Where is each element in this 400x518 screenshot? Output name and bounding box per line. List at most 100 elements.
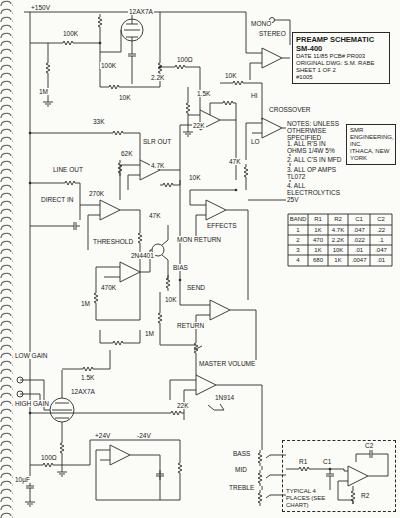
schematic-path: [30, 183, 80, 205]
schematic-use: [178, 460, 182, 476]
schematic-use: [326, 470, 334, 480]
node-text: PREAMP SCHEMATIC SM-400: [296, 35, 386, 53]
table-cell: 680: [308, 257, 328, 264]
schematic-path: [246, 180, 247, 190]
part-label: R1: [298, 458, 308, 465]
part-label: 10K: [118, 94, 132, 101]
part-label: LOW GAIN: [14, 352, 49, 359]
note-text: 3. ALL OP AMPS TL072: [286, 166, 346, 180]
schematic-use: [168, 411, 184, 415]
part-label: +150V: [30, 4, 51, 11]
node-text: DATE 11/85 PCB# PR003: [296, 53, 386, 60]
schematic-path: [124, 12, 140, 47]
schematic-path: [100, 52, 160, 87]
schematic-use: [25, 500, 35, 506]
schematic-use: [258, 450, 262, 466]
table-cell: 2: [288, 237, 308, 244]
schematic-path: [208, 404, 224, 410]
schematic-path: [132, 47, 133, 84]
schematic-use: [98, 14, 102, 30]
table-cell: 1K: [328, 257, 348, 264]
schematic-circle: [179, 279, 182, 282]
part-label: R2: [360, 492, 370, 499]
schematic-use: [258, 470, 262, 486]
schematic-use: [62, 181, 78, 185]
part-label: 100Ω: [40, 454, 58, 461]
schematic-path: [188, 87, 189, 130]
schematic-path: [124, 210, 140, 230]
schematic-path: [62, 350, 110, 369]
part-label: THRESHOLD: [92, 238, 134, 245]
node-text: SHEET 1 OF 2: [296, 67, 386, 74]
table-cell: 1K: [308, 227, 328, 234]
schematic-use: [128, 50, 136, 60]
schematic-use: [57, 470, 67, 476]
schematic-use: [158, 310, 162, 326]
schematic-path: [30, 226, 80, 227]
schematic-path: [164, 145, 180, 185]
node-text: ITHACA, NEW YORK: [350, 148, 392, 162]
schematic-use: [344, 466, 372, 486]
part-label: 10µF: [14, 476, 31, 483]
schematic-path: [288, 214, 392, 266]
part-label: 1M: [38, 88, 49, 95]
schematic-path: [52, 370, 72, 440]
table-cell: C1: [348, 216, 370, 223]
schematic-path: [30, 440, 90, 465]
schematic-use: [80, 367, 96, 371]
schematic-use: [40, 463, 56, 467]
schematic-circle: [29, 132, 32, 135]
schematic-path: [140, 246, 141, 250]
table-cell: .01: [370, 257, 392, 264]
schematic-use: [118, 160, 122, 176]
schematic-circle: [29, 182, 32, 185]
part-label: STEREO: [258, 30, 287, 37]
part-label: 100K: [100, 62, 117, 69]
schematic-path: [288, 225, 392, 255]
schematic-circle: [329, 468, 332, 471]
schematic-use: [110, 341, 126, 345]
table-cell: 4.7K: [328, 227, 348, 234]
part-label: MID: [234, 466, 248, 473]
table-cell: .022: [348, 237, 370, 244]
part-label: C2: [364, 442, 374, 449]
schematic-path: [246, 123, 290, 200]
schematic-use: [43, 100, 53, 106]
table-cell: .22: [370, 227, 392, 234]
schematic-use: [258, 490, 262, 506]
schematic-path: [236, 120, 237, 180]
schematic-path: [30, 12, 31, 430]
part-label: MONO: [250, 20, 272, 27]
table-cell: 2.2K: [328, 237, 348, 244]
table-cell: .0047: [348, 257, 370, 264]
schematic-use: [230, 81, 246, 85]
part-label: CROSSOVER: [268, 106, 312, 113]
schematic-path: [96, 476, 180, 500]
schematic-path: [30, 43, 100, 44]
table-cell: 1K: [308, 247, 328, 254]
schematic-use: [96, 200, 124, 220]
note-text: 1. ALL R'S IN OHMS 1/4W 5%: [286, 140, 346, 154]
schematic-path: [308, 214, 370, 266]
part-label: MON RETURN: [176, 236, 222, 243]
part-label: 10K: [188, 174, 202, 181]
schematic-path: [90, 440, 180, 500]
schematic-use: [160, 183, 176, 187]
schematic-use: [106, 445, 134, 465]
schematic-circle: [99, 42, 102, 45]
schematic-use: [192, 375, 220, 395]
schematic-use: [220, 101, 236, 105]
schematic-use: [206, 300, 234, 320]
schematic-use: [46, 60, 50, 76]
schematic-path: [246, 12, 290, 80]
schematic-path: [62, 456, 63, 470]
schematic-use: [138, 230, 142, 246]
part-label: 1M: [144, 330, 155, 337]
table-cell: .047: [348, 227, 370, 234]
schematic-path: [180, 115, 196, 145]
part-label: 12AX7A: [70, 388, 96, 395]
part-label: 1N914: [214, 394, 235, 401]
part-label: 270K: [88, 190, 105, 197]
node-text: #1005: [296, 74, 386, 81]
